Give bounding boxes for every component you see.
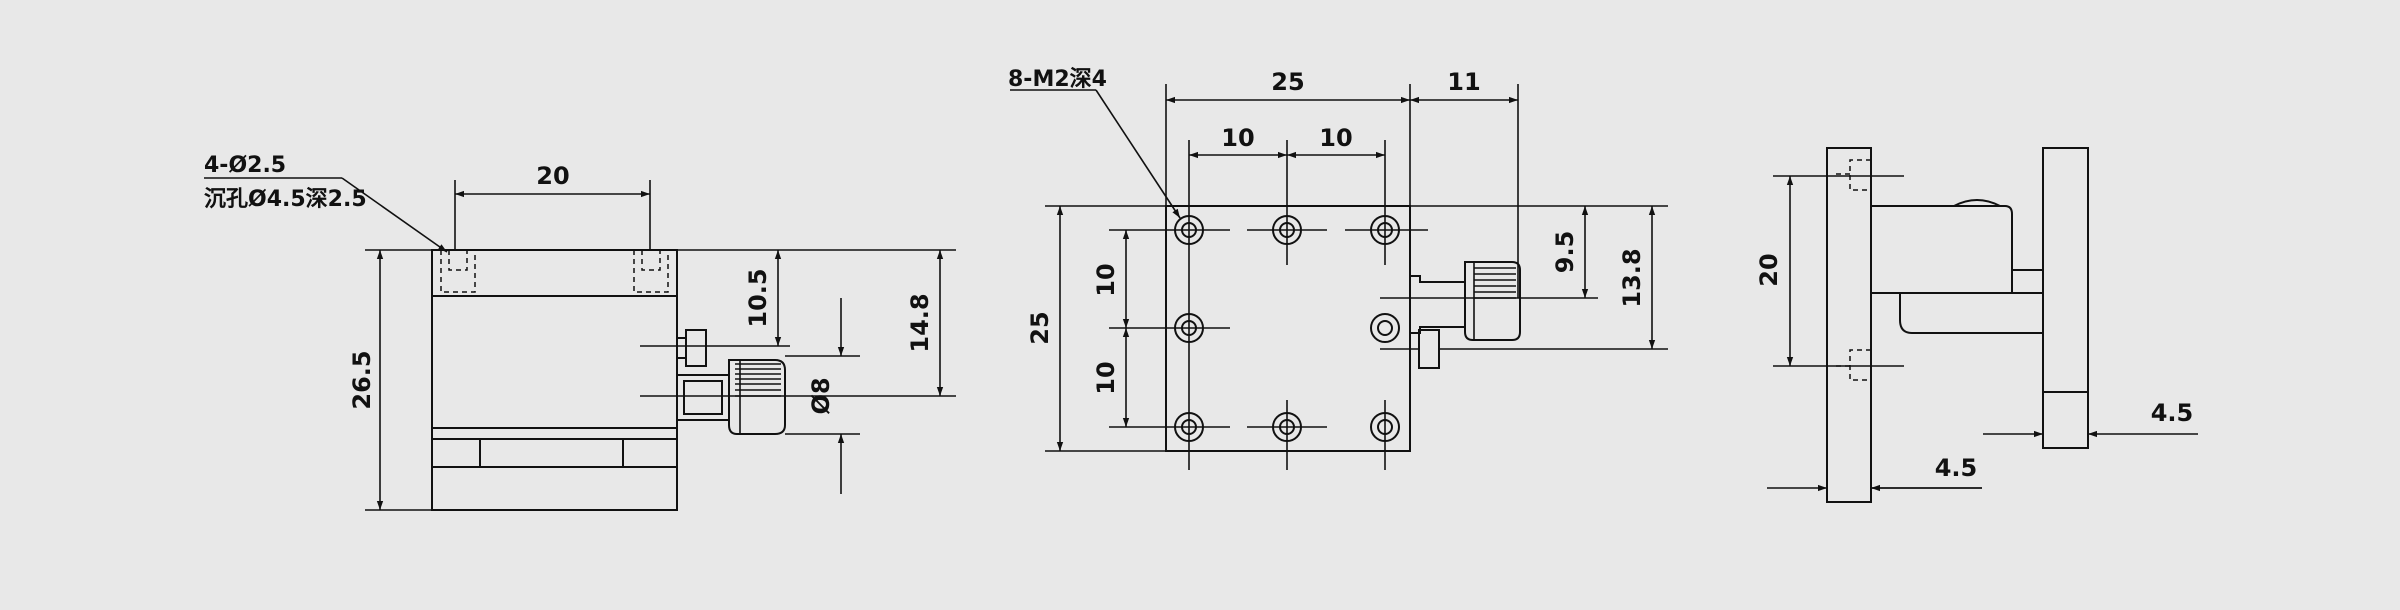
- top-dim-width-label: 25: [1271, 68, 1304, 96]
- front-hole-callout-line2: 沉孔Ø4.5深2.5: [204, 187, 367, 212]
- side-right-plate: [2042, 147, 2089, 449]
- top-dim-pitch-y1-label: 10: [1092, 263, 1120, 296]
- side-dim-right-label: 4.5: [2151, 399, 2194, 427]
- top-dim-pitch-x1-label: 10: [1221, 124, 1254, 152]
- side-view: 20 4.5 4.5: [1755, 147, 2198, 503]
- front-callout-leader: [341, 177, 448, 253]
- front-dim-dia-label: Ø8: [807, 377, 835, 414]
- front-dim-rise-label: 10.5: [744, 268, 772, 327]
- front-lock-screw: [685, 329, 707, 367]
- top-dim-pitch-y2-label: 10: [1092, 361, 1120, 394]
- top-dim-height-label: 25: [1026, 311, 1054, 344]
- front-counterbore-left: [440, 250, 476, 293]
- top-dim-pitch-x2-label: 10: [1319, 124, 1352, 152]
- front-view: 4-Ø2.5 沉孔Ø4.5深2.5 20 26.5 10.5 14.8 Ø8: [204, 153, 956, 511]
- top-lock-screw: [1418, 329, 1440, 369]
- top-dim-knob-y1-label: 9.5: [1551, 231, 1579, 274]
- top-thread-callout: 8-M2深4: [1008, 67, 1107, 92]
- side-stage-body: [1871, 205, 2043, 271]
- side-counterbore-top: [1832, 159, 1871, 191]
- side-knob-profile: [1953, 199, 2001, 207]
- side-dim-height-label: 20: [1755, 253, 1783, 286]
- top-view: 8-M2深4 25 11 10 10 25 10 10 9.5 13.8: [1008, 67, 1668, 470]
- front-dim-width-label: 20: [536, 162, 569, 190]
- top-adjust-knob: [1410, 261, 1521, 341]
- front-counterbore-right: [633, 250, 669, 293]
- front-adjust-knob: [676, 359, 786, 435]
- front-body-outline: [431, 249, 678, 511]
- side-left-plate: [1826, 147, 1872, 503]
- top-callout-leader: [1095, 89, 1181, 219]
- front-dim-height-label: 26.5: [348, 350, 376, 409]
- front-dim-total-label: 14.8: [906, 293, 934, 352]
- side-counterbore-bottom: [1832, 349, 1871, 381]
- front-hole-callout-line1: 4-Ø2.5: [204, 153, 286, 178]
- side-dim-left-label: 4.5: [1935, 454, 1978, 482]
- top-dim-knob-y2-label: 13.8: [1618, 248, 1646, 307]
- top-dim-knob-offset-label: 11: [1447, 68, 1480, 96]
